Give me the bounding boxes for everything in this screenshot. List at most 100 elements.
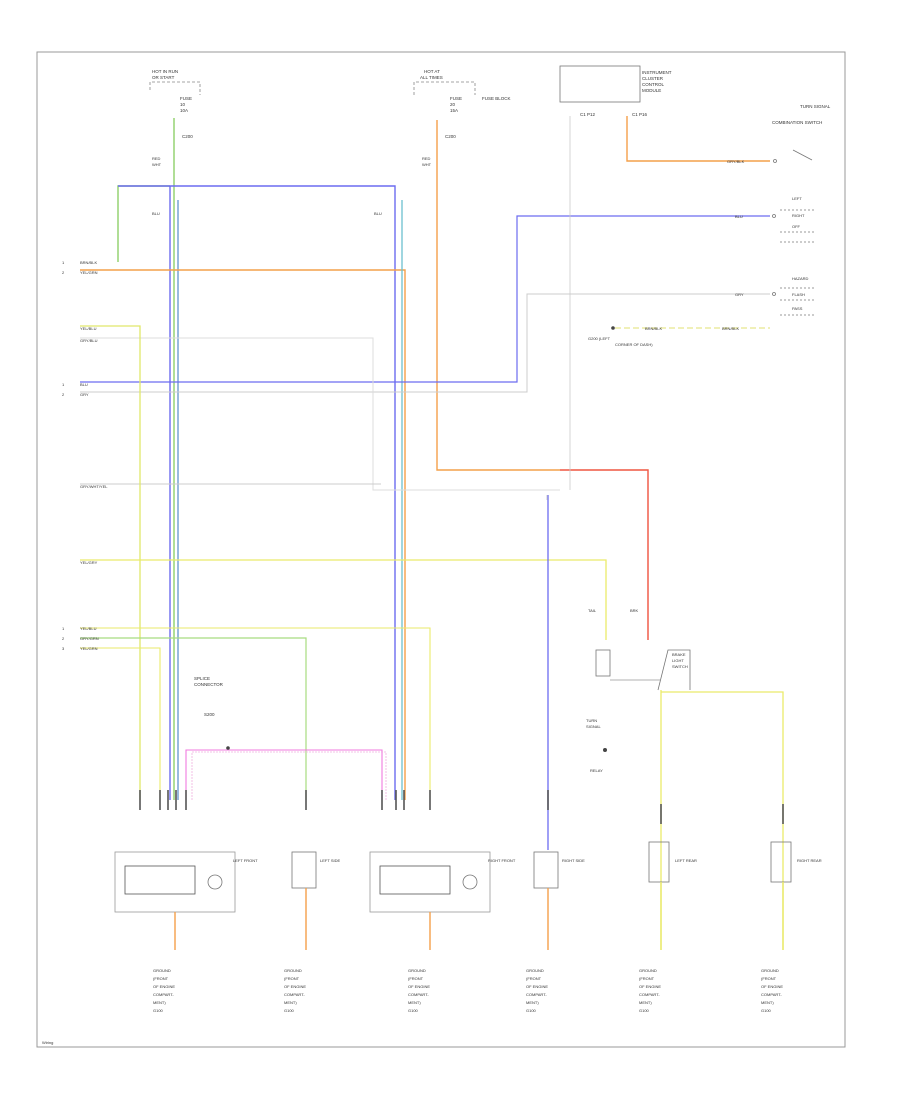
svg-text:CONTROL: CONTROL	[642, 82, 664, 87]
brake-light-switch: BRAKE LIGHT SWITCH	[610, 649, 691, 691]
diagram-frame	[36, 51, 846, 1048]
wire-gray-1	[80, 293, 770, 393]
svg-text:BRN/BLK: BRN/BLK	[80, 260, 97, 265]
svg-text:PASS: PASS	[792, 306, 803, 311]
svg-text:HOT IN RUN: HOT IN RUN	[152, 69, 178, 74]
unit-label: RIGHT REAR	[797, 858, 822, 863]
svg-text:YEL/BLU: YEL/BLU	[80, 326, 97, 331]
svg-text:BLU: BLU	[152, 211, 160, 216]
svg-text:BRN/BLK: BRN/BLK	[645, 326, 662, 331]
svg-text:10A: 10A	[180, 108, 188, 113]
svg-text:C1 P16: C1 P16	[632, 112, 648, 117]
ground-label: G100	[408, 1008, 419, 1013]
ground-label: OF ENGINE	[639, 984, 661, 989]
ground-label: COMPART-	[284, 992, 305, 997]
svg-text:BRAKE: BRAKE	[672, 652, 686, 657]
splice-connector: SPLICE CONNECTOR S200	[194, 676, 230, 750]
ground-label: OF ENGINE	[408, 984, 430, 989]
ground-label: OF ENGINE	[153, 984, 175, 989]
svg-text:YEL/GRY: YEL/GRY	[80, 560, 98, 565]
svg-text:G200 (LEFT: G200 (LEFT	[588, 336, 611, 341]
ground-label: GROUND	[408, 968, 426, 973]
unit-label: LEFT FRONT	[233, 858, 258, 863]
wire-orange-fuse-mid	[436, 120, 649, 640]
ground-label: COMPART-	[761, 992, 782, 997]
svg-text:2: 2	[62, 392, 65, 397]
unit-label: LEFT SIDE	[320, 858, 340, 863]
svg-text:OFF: OFF	[792, 224, 801, 229]
ground-label: GROUND	[153, 968, 171, 973]
svg-text:COMBINATION SWITCH: COMBINATION SWITCH	[772, 120, 822, 125]
svg-text:GRY: GRY	[80, 392, 89, 397]
svg-text:RIGHT: RIGHT	[792, 213, 805, 218]
svg-text:YEL/GRN: YEL/GRN	[80, 270, 98, 275]
svg-text:FUSE: FUSE	[180, 96, 192, 101]
wire-yellow-2	[80, 559, 607, 640]
ground-label: COMPART-	[639, 992, 660, 997]
footer-label: Wiring	[42, 1040, 53, 1045]
svg-text:1: 1	[62, 626, 65, 631]
ground-label: G100	[526, 1008, 537, 1013]
svg-text:TAIL: TAIL	[588, 608, 597, 613]
svg-text:S200: S200	[204, 712, 215, 717]
svg-text:SIGNAL: SIGNAL	[586, 724, 601, 729]
svg-text:RED: RED	[152, 156, 161, 161]
ground-label: MENT)	[526, 1000, 539, 1005]
svg-text:RED: RED	[422, 156, 431, 161]
svg-text:3: 3	[62, 646, 65, 651]
ground-label: (FRONT	[639, 976, 655, 981]
ground-label: (FRONT	[284, 976, 300, 981]
fuse-middle: HOT AT ALL TIMES FUSE 20 15A FUSE BLOCK …	[413, 69, 511, 139]
svg-text:C200: C200	[182, 134, 193, 139]
connector-labels: 1 BRN/BLK 2 YEL/GRN YEL/BLU GRY/BLU 1 BL…	[62, 260, 108, 651]
svg-text:GRY/BLU: GRY/BLU	[80, 338, 98, 343]
wire-orange-left	[80, 269, 406, 800]
ground-label: MENT)	[761, 1000, 774, 1005]
ground-label: OF ENGINE	[761, 984, 783, 989]
svg-text:HOT AT: HOT AT	[424, 69, 440, 74]
svg-text:FLASH: FLASH	[792, 292, 805, 297]
svg-text:TURN SIGNAL: TURN SIGNAL	[800, 104, 831, 109]
ground-label: (FRONT	[526, 976, 542, 981]
svg-text:CONNECTOR: CONNECTOR	[194, 682, 224, 687]
svg-text:RELAY: RELAY	[590, 768, 603, 773]
svg-text:YEL/BLU: YEL/BLU	[80, 626, 97, 631]
wire-blue-switch	[80, 215, 770, 383]
svg-text:GRY/GRN: GRY/GRN	[80, 636, 99, 641]
svg-text:BRN/BLK: BRN/BLK	[722, 326, 739, 331]
svg-text:OR START: OR START	[152, 75, 175, 80]
svg-text:FUSE: FUSE	[450, 96, 462, 101]
ground-label: G100	[761, 1008, 772, 1013]
instrument-module: INSTRUMENT CLUSTER CONTROL MODULE C1 P12…	[559, 65, 672, 117]
svg-text:LEFT: LEFT	[792, 196, 802, 201]
ground-label: MENT)	[284, 1000, 297, 1005]
wire-red	[560, 469, 649, 640]
svg-text:HAZARD: HAZARD	[792, 276, 809, 281]
svg-text:CLUSTER: CLUSTER	[642, 76, 664, 81]
svg-text:LIGHT: LIGHT	[672, 658, 684, 663]
ground-label: MENT)	[408, 1000, 421, 1005]
ground-label: OF ENGINE	[284, 984, 306, 989]
svg-text:1: 1	[62, 260, 65, 265]
svg-text:C1 P12: C1 P12	[580, 112, 596, 117]
svg-text:15A: 15A	[450, 108, 458, 113]
svg-text:C200: C200	[445, 134, 456, 139]
svg-text:GRY: GRY	[735, 292, 744, 297]
unit-label: RIGHT SIDE	[562, 858, 585, 863]
wire-green-top	[117, 185, 170, 262]
ground-label: COMPART-	[153, 992, 174, 997]
wire-orange-module	[626, 116, 770, 162]
turn-signal-relay: TAIL BRK TURN SIGNAL RELAY	[586, 608, 639, 773]
unit-label: RIGHT FRONT	[488, 858, 516, 863]
unit-label: LEFT REAR	[675, 858, 697, 863]
svg-text:MODULE: MODULE	[642, 88, 661, 93]
svg-text:WHT: WHT	[422, 162, 432, 167]
ground-label: G100	[284, 1008, 295, 1013]
ground-label: GROUND	[761, 968, 779, 973]
